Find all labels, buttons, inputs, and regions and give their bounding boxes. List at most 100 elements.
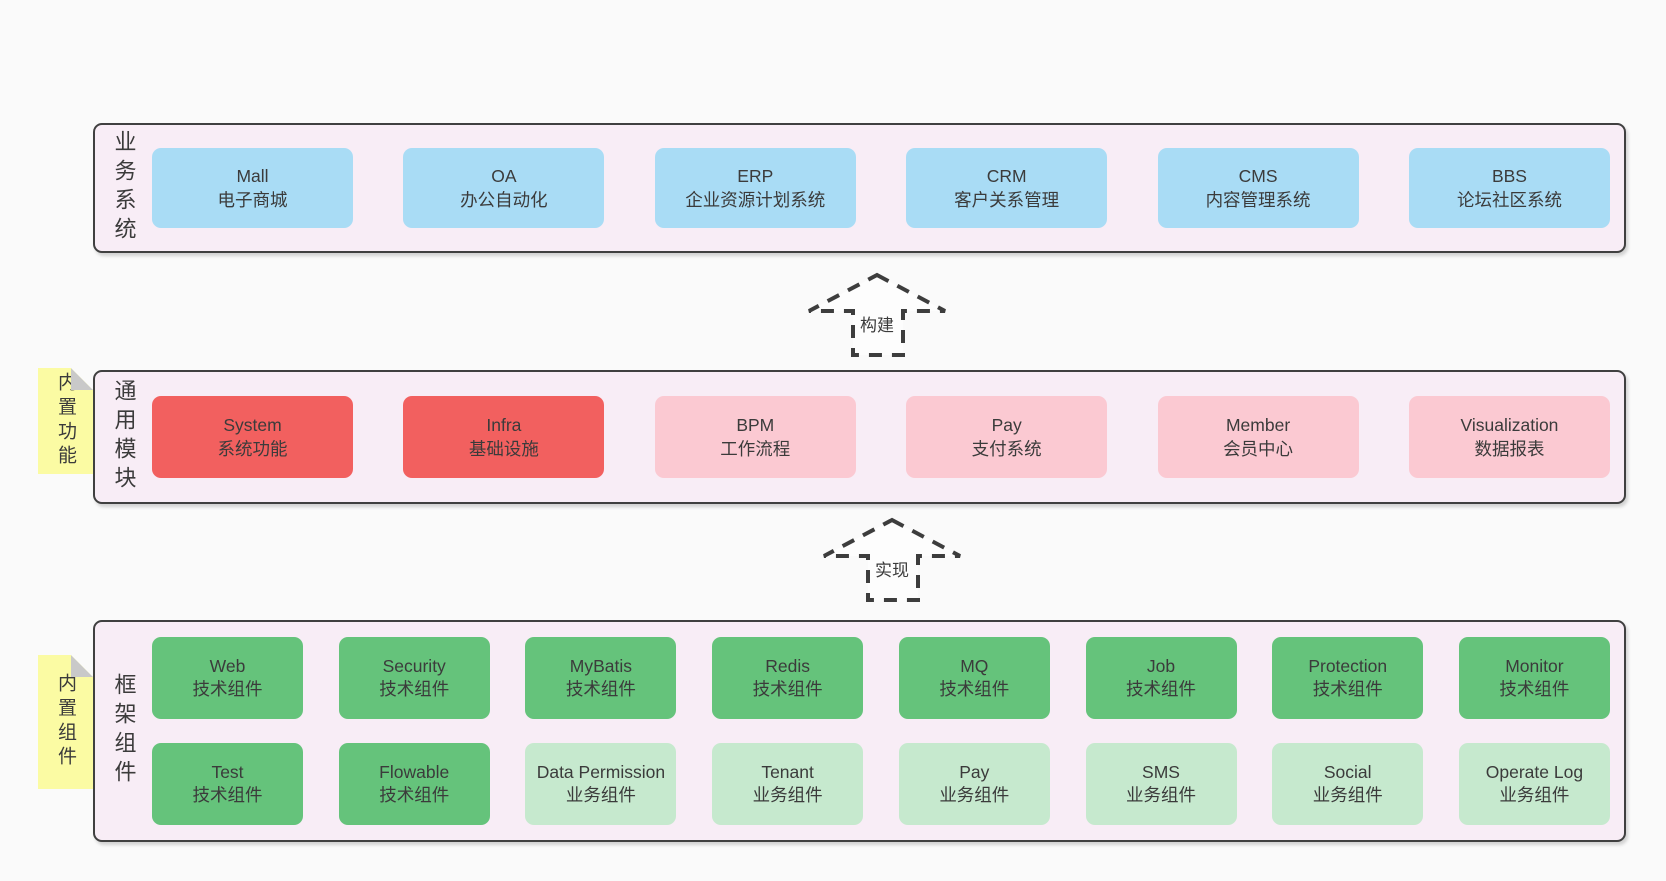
box-protection: Protection 技术组件 xyxy=(1272,637,1424,719)
box-title: OA xyxy=(491,166,517,186)
box-redis: Redis 技术组件 xyxy=(712,637,864,719)
box-title: Social xyxy=(1323,762,1372,782)
box-title: Infra xyxy=(486,415,522,435)
box-title: Job xyxy=(1146,656,1176,676)
layer-label-framework-components: 框架组件 xyxy=(111,672,137,790)
box-subtitle: 支付系统 xyxy=(971,439,1042,459)
box-subtitle: 系统功能 xyxy=(217,439,288,459)
box-operate-log: Operate Log 业务组件 xyxy=(1458,743,1610,825)
box-title: Web xyxy=(209,656,246,676)
box-subtitle: 技术组件 xyxy=(1312,679,1383,699)
box-title: BPM xyxy=(736,415,775,435)
box-visualization: Visualization 数据报表 xyxy=(1408,396,1610,478)
box-system: System 系统功能 xyxy=(152,396,353,478)
box-test: Test 技术组件 xyxy=(152,743,303,825)
box-title: Pay xyxy=(991,415,1022,435)
box-subtitle: 技术组件 xyxy=(192,679,263,699)
box-subtitle: 业务组件 xyxy=(939,785,1010,805)
box-title: System xyxy=(223,415,282,435)
box-subtitle: 工作流程 xyxy=(720,439,791,459)
box-title: Redis xyxy=(765,656,810,676)
box-subtitle: 企业资源计划系统 xyxy=(685,190,826,210)
box-bpm: BPM 工作流程 xyxy=(654,396,856,478)
box-subtitle: 业务组件 xyxy=(1499,785,1570,805)
sticky-note-built-in-components: 内置组件 xyxy=(38,655,93,789)
box-title: Protection xyxy=(1308,656,1388,676)
box-infra: Infra 基础设施 xyxy=(403,396,605,478)
box-mybatis: MyBatis 技术组件 xyxy=(525,637,677,719)
box-subtitle: 业务组件 xyxy=(1126,785,1197,805)
arrow-implement-label: 实现 xyxy=(872,556,912,581)
box-subtitle: 技术组件 xyxy=(1126,679,1197,699)
box-title: Tenant xyxy=(761,762,814,782)
box-subtitle: 办公自动化 xyxy=(460,190,548,210)
box-row: System 系统功能 Infra 基础设施 BPM 工作流程 Pay 支付系统 Member 会… xyxy=(152,396,1610,478)
box-data-permission: Data Permission 业务组件 xyxy=(525,743,677,825)
box-subtitle: 技术组件 xyxy=(939,679,1010,699)
box-oa: OA 办公自动化 xyxy=(403,148,605,228)
box-title: Data Permission xyxy=(536,762,666,782)
box-bbs: BBS 论坛社区系统 xyxy=(1408,148,1610,228)
box-title: BBS xyxy=(1491,166,1527,186)
box-social: Social 业务组件 xyxy=(1272,743,1424,825)
sticky-note-built-in-features: 内置功能 xyxy=(38,368,93,474)
box-subtitle: 技术组件 xyxy=(752,679,823,699)
box-subtitle: 论坛社区系统 xyxy=(1456,190,1562,210)
arrow-build: 构建 xyxy=(806,271,948,359)
box-subtitle: 技术组件 xyxy=(1499,679,1570,699)
layer-label-business-systems: 业务系统 xyxy=(111,129,137,247)
box-title: ERP xyxy=(737,166,774,186)
box-title: MQ xyxy=(960,656,989,676)
box-web: Web 技术组件 xyxy=(152,637,303,719)
box-title: Member xyxy=(1225,415,1291,435)
box-subtitle: 业务组件 xyxy=(752,785,823,805)
box-subtitle: 数据报表 xyxy=(1474,439,1545,459)
box-subtitle: 技术组件 xyxy=(565,679,636,699)
arrow-build-label: 构建 xyxy=(857,311,897,336)
box-subtitle: 基础设施 xyxy=(468,439,539,459)
box-crm: CRM 客户关系管理 xyxy=(906,148,1108,228)
box-subtitle: 技术组件 xyxy=(379,785,450,805)
box-title: Flowable xyxy=(379,762,450,782)
layer-label-common-modules: 通用模块 xyxy=(111,378,137,496)
box-subtitle: 技术组件 xyxy=(192,785,263,805)
layer-common-modules: 通用模块 System 系统功能 Infra 基础设施 BPM 工作流程 Pay 支付系统 Me… xyxy=(93,370,1626,504)
box-title: Security xyxy=(382,656,446,676)
box-monitor: Monitor 技术组件 xyxy=(1458,637,1610,719)
box-title: Operate Log xyxy=(1485,762,1584,782)
box-member: Member 会员中心 xyxy=(1157,396,1359,478)
layer-business-systems: 业务系统 Mall 电子商城 OA 办公自动化 ERP 企业资源计划系统 CRM 客户关系管理… xyxy=(93,123,1626,253)
box-pay: Pay 支付系统 xyxy=(906,396,1108,478)
box-subtitle: 技术组件 xyxy=(379,679,450,699)
box-mall: Mall 电子商城 xyxy=(152,148,353,228)
box-subtitle: 会员中心 xyxy=(1223,439,1294,459)
box-tenant: Tenant 业务组件 xyxy=(712,743,864,825)
box-subtitle: 客户关系管理 xyxy=(954,190,1060,210)
box-job: Job 技术组件 xyxy=(1085,637,1237,719)
box-security: Security 技术组件 xyxy=(338,637,490,719)
box-title: Visualization xyxy=(1460,415,1559,435)
box-title: Monitor xyxy=(1505,656,1564,676)
box-erp: ERP 企业资源计划系统 xyxy=(654,148,856,228)
box-subtitle: 内容管理系统 xyxy=(1205,190,1311,210)
box-title: Test xyxy=(211,762,244,782)
arrow-implement: 实现 xyxy=(821,516,963,604)
box-title: SMS xyxy=(1142,762,1180,782)
box-title: CRM xyxy=(986,166,1027,186)
box-title: Mall xyxy=(236,166,269,186)
box-title: MyBatis xyxy=(569,656,633,676)
box-subtitle: 业务组件 xyxy=(565,785,636,805)
box-mq: MQ 技术组件 xyxy=(898,637,1050,719)
box-subtitle: 电子商城 xyxy=(217,190,288,210)
box-subtitle: 业务组件 xyxy=(1312,785,1383,805)
layer-rows: System 系统功能 Infra 基础设施 BPM 工作流程 Pay 支付系统 Member 会… xyxy=(152,372,1624,502)
